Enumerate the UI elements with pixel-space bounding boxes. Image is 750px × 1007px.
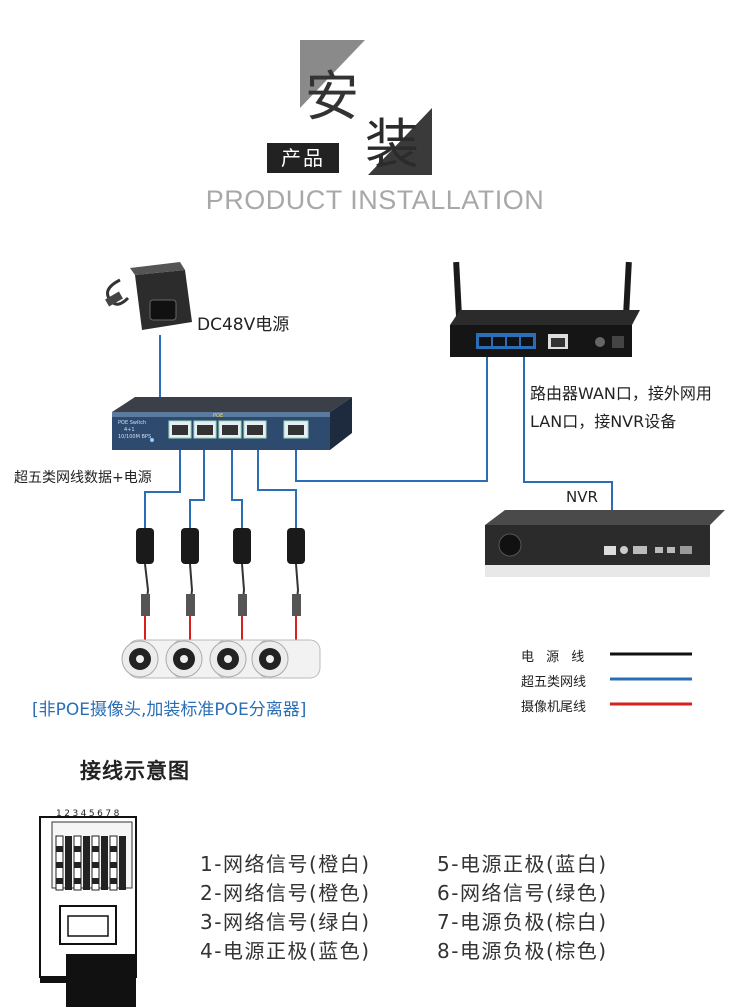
switch-text-ports: 4+1 (124, 427, 135, 433)
wiring-title: 接线示意图 (80, 758, 190, 783)
camera-4 (251, 639, 321, 679)
header-triangle-top (300, 40, 365, 108)
port1-cable (144, 440, 181, 532)
rj45-wires (55, 835, 126, 891)
cable-note: 超五类网线数据+电源 (14, 470, 152, 486)
pin-6-label: 6-网络信号(绿色) (437, 881, 608, 905)
splitter-1 (136, 528, 154, 642)
product-badge: 产品 (267, 143, 339, 173)
network-cables (144, 335, 613, 550)
pin-2-label: 2-网络信号(橙色) (200, 881, 371, 905)
legend-label-power: 电 源 线 (521, 650, 589, 665)
nvr-device (485, 510, 725, 577)
pin-numbers: 12345678 (56, 809, 122, 819)
pin-8-label: 8-电源负极(棕色) (437, 939, 608, 963)
port3-cable (231, 440, 243, 532)
pin-7-label: 7-电源负极(棕白) (437, 910, 608, 934)
pin-4-label: 4-电源正极(蓝色) (200, 939, 371, 963)
switch-text-poe: POE (213, 413, 224, 419)
router (450, 261, 640, 357)
poe-switch (112, 397, 352, 450)
title-char-zhuang: 装 (365, 113, 419, 176)
switch-text-model: POE Switch (118, 420, 147, 426)
title-char-an: 安 (305, 65, 361, 128)
header-triangle-bottom (368, 108, 432, 175)
port4-cable (257, 440, 297, 532)
legend-label-camera: 摄像机尾线 (521, 700, 587, 715)
power-supply-label: DC48V电源 (197, 315, 290, 335)
camera-note: [非POE摄像头,加装标准POE分离器] (32, 700, 307, 720)
pin-3-label: 3-网络信号(绿白) (200, 910, 371, 934)
splitter-2 (181, 528, 199, 642)
port2-cable (189, 440, 205, 532)
pin-1-label: 1-网络信号(橙白) (200, 852, 371, 876)
switch-text-speed: 10/100M BPS (118, 434, 152, 440)
splitter-3 (233, 528, 251, 642)
power-adapter (105, 262, 192, 330)
router-label-line2: LAN口，接NVR设备 (530, 412, 677, 431)
subtitle: PRODUCT INSTALLATION (205, 185, 545, 215)
switch-to-router-cable (295, 348, 488, 482)
splitter-4 (287, 528, 305, 642)
nvr-label: NVR (566, 488, 598, 506)
pin-5-label: 5-电源正极(蓝白) (437, 852, 608, 876)
router-label-line1: 路由器WAN口，接外网用 (530, 384, 712, 403)
legend-label-network: 超五类网线 (521, 675, 587, 690)
